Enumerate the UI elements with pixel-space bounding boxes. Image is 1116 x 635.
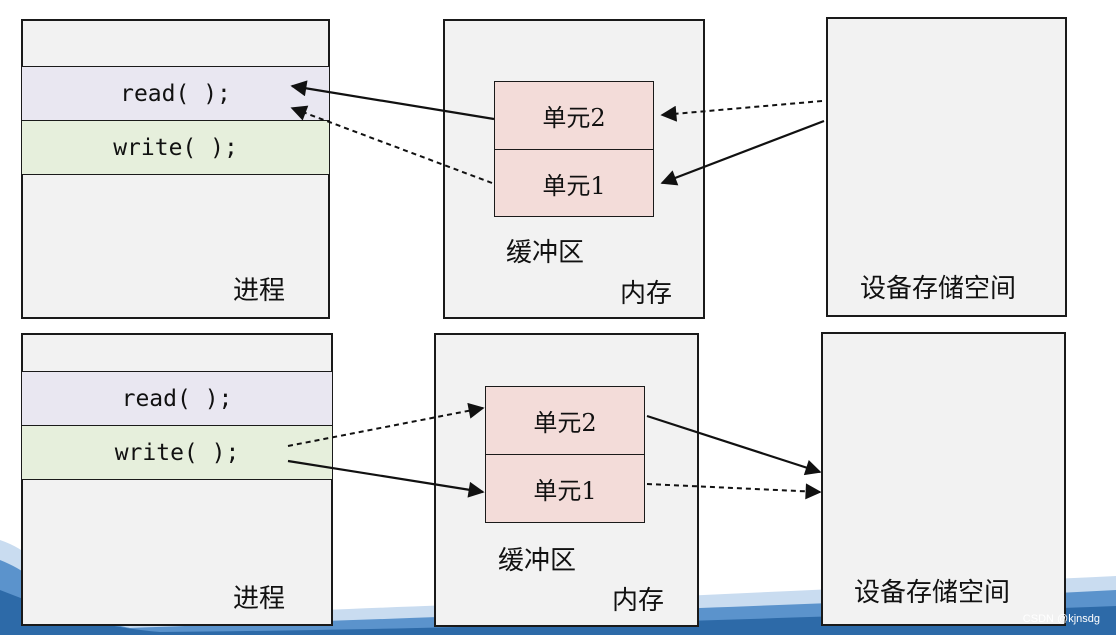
top-buffer-label: 缓冲区 <box>506 238 585 268</box>
bottom-write-call: write( ); <box>21 425 333 480</box>
top-memory-label: 内存 <box>620 279 673 309</box>
bottom-memory-label: 内存 <box>612 586 665 616</box>
top-buffer-cell-2: 单元2 <box>494 81 654 150</box>
top-device-label: 设备存储空间 <box>860 274 1017 304</box>
top-device-box <box>826 17 1067 317</box>
bottom-device-label: 设备存储空间 <box>854 578 1011 608</box>
top-buffer-cell-1: 单元1 <box>494 149 654 217</box>
watermark: CSDN @kjnsdg <box>1022 613 1100 625</box>
bottom-process-label: 进程 <box>233 584 286 614</box>
top-write-call: write( ); <box>21 120 330 175</box>
bottom-buffer-cell-2: 单元2 <box>485 386 645 455</box>
bottom-buffer-label: 缓冲区 <box>498 546 577 576</box>
top-process-label: 进程 <box>233 276 286 306</box>
bottom-buffer-cell-1: 单元1 <box>485 454 645 523</box>
bottom-device-box <box>821 332 1066 626</box>
top-read-call: read( ); <box>21 66 330 121</box>
bottom-read-call: read( ); <box>21 371 333 426</box>
